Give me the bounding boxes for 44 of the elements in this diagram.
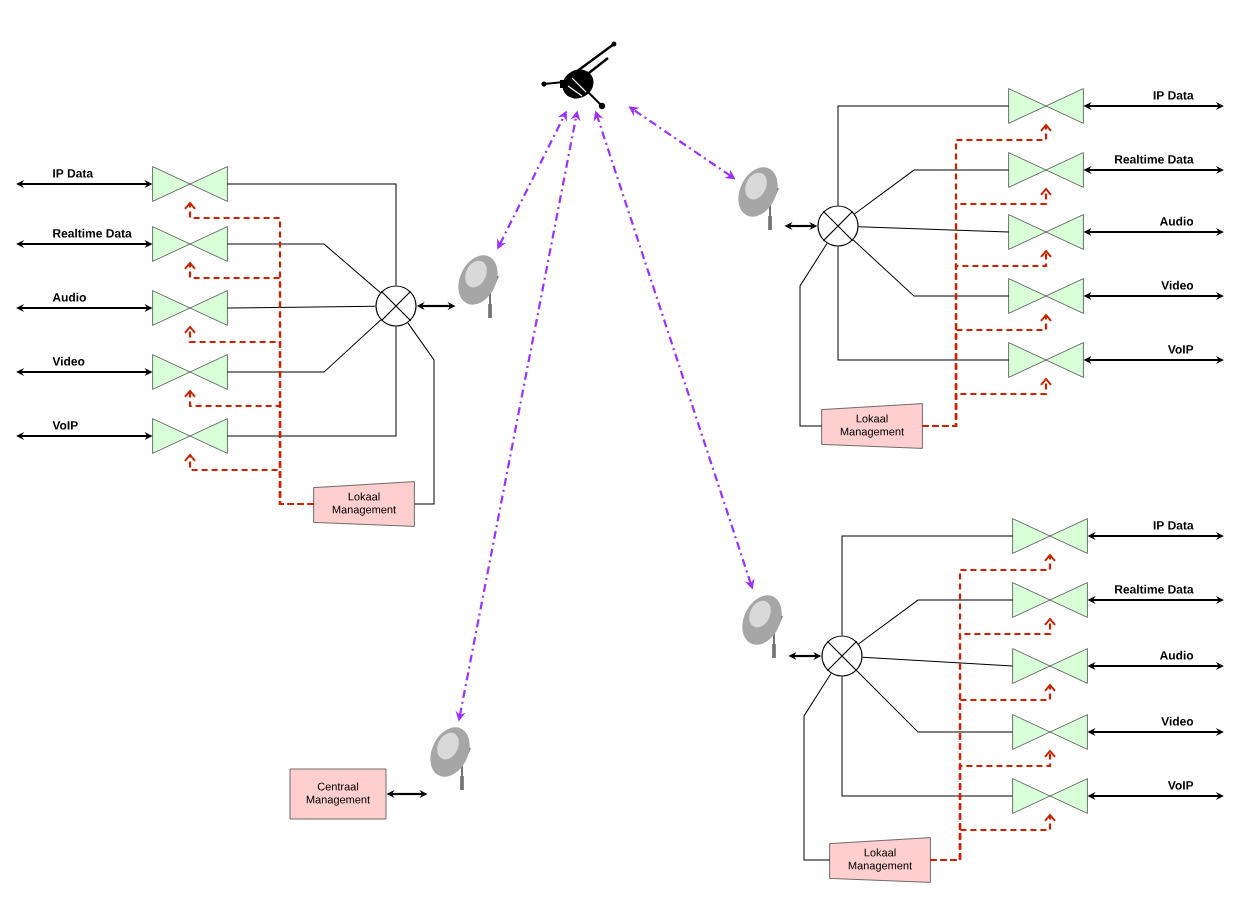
valve-symbol [152,418,228,454]
valve-symbol [1008,278,1084,314]
connector-line [858,226,1010,233]
valve-symbol [1012,518,1088,554]
satellite-dish-icon [430,727,471,791]
valve-symbol [1008,342,1084,378]
valve-symbol [1008,214,1084,250]
connector-line [862,656,1014,667]
connector-line [226,183,397,286]
connector-line [856,670,1014,733]
connector-line [226,305,376,309]
control-arrow [184,453,314,506]
satellite-dish-icon [742,595,783,659]
valve-symbol [152,226,228,262]
valve-symbol [1008,88,1084,124]
connector-line [841,535,1014,636]
valve-symbol [1012,582,1088,618]
satellite-drawing [541,41,617,110]
connector-line [803,672,832,861]
connector-line [858,599,1014,645]
valve-symbol [152,290,228,326]
mixer-symbol [817,205,859,247]
connector-line [407,322,435,505]
valve-symbol [152,166,228,202]
connector-line [226,319,382,373]
mixer-symbol [375,285,417,327]
valve-symbol [1012,778,1088,814]
connector-line [837,105,1010,206]
valve-symbol [152,354,228,390]
control-arrow [930,813,1056,862]
connector-line [226,326,397,437]
connector-line [854,169,1010,215]
connector-line [852,239,1010,297]
satellite-dish-icon [458,255,499,319]
connector-line [799,242,828,427]
valve-symbol [1012,714,1088,750]
connector-line [837,246,1010,361]
control-arrow [922,377,1052,428]
valve-symbol [1012,648,1088,684]
connector-line [226,243,381,294]
valve-symbol [1008,152,1084,188]
satellite-dish-icon [738,167,779,231]
mixer-symbol [821,635,863,677]
connector-line [841,676,1014,797]
